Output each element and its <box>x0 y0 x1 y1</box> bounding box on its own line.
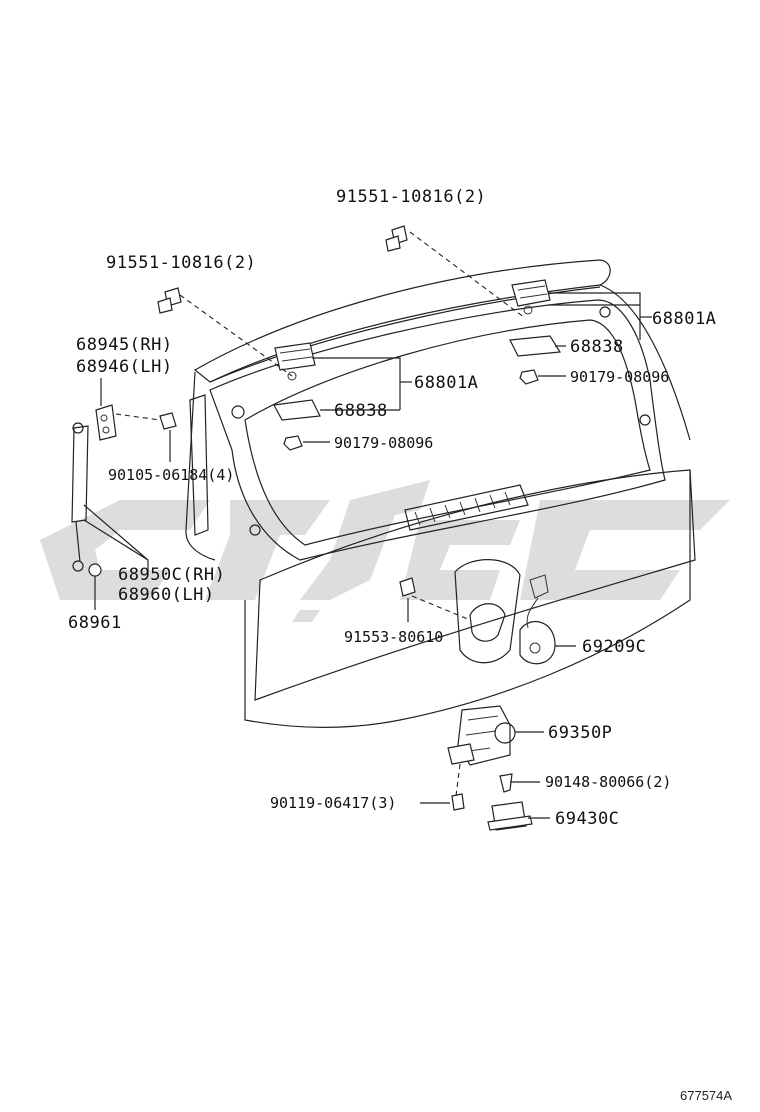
hinge-rh-part <box>511 279 551 315</box>
back-door-panel <box>185 259 696 729</box>
emblem-switch-part <box>399 559 556 665</box>
label-nut-lh: 90179-08096 <box>334 434 433 452</box>
bracket-part <box>95 404 177 441</box>
label-hinge-lh: 68801A <box>414 373 478 393</box>
part-labels: 91551-10816(2) 91551-10816(2) 68801A 688… <box>68 187 716 829</box>
dashed-leaders <box>115 231 526 797</box>
bolt-center-part <box>385 225 408 252</box>
striker-part <box>487 801 533 831</box>
label-switch: 69209C <box>582 637 646 657</box>
nut-rh-part <box>519 369 539 385</box>
garnish-lamp <box>404 484 529 531</box>
bolt-left-part <box>157 287 182 314</box>
label-stay-rh: 68950C(RH) <box>118 565 225 585</box>
screw-striker-part <box>499 773 513 793</box>
label-bolt-switch: 91553-80610 <box>344 628 443 646</box>
label-bracket-rh: 68945(RH) <box>76 335 173 355</box>
label-bracket-lh: 68946(LH) <box>76 357 173 377</box>
label-bolt-bracket: 90105-06184(4) <box>108 466 234 484</box>
bolt-lock-part <box>451 793 465 811</box>
label-plate-lh: 68838 <box>334 401 388 421</box>
label-striker: 69430C <box>555 809 619 829</box>
lock-part <box>447 705 516 766</box>
label-screw-striker: 90148-80066(2) <box>545 773 671 791</box>
hinge-lh-part <box>274 342 316 381</box>
label-plate-rh: 68838 <box>570 337 624 357</box>
leader-lines <box>83 292 652 819</box>
label-hinge-rh: 68801A <box>652 309 716 329</box>
label-bolt-center: 91551-10816(2) <box>336 187 486 207</box>
label-stay-lh: 68960(LH) <box>118 585 215 605</box>
plate-rh-part <box>509 335 562 357</box>
stay-damper-part <box>71 422 102 577</box>
label-cushion: 68961 <box>68 613 122 633</box>
label-bolt-lock: 90119-06417(3) <box>270 794 396 812</box>
diagram-reference: 677574A <box>680 1088 732 1103</box>
label-lock: 69350P <box>548 723 612 743</box>
label-nut-rh: 90179-08096 <box>570 368 669 386</box>
label-bolt-left: 91551-10816(2) <box>106 253 256 273</box>
nut-lh-part <box>283 435 303 451</box>
plate-lh-part <box>273 399 321 421</box>
